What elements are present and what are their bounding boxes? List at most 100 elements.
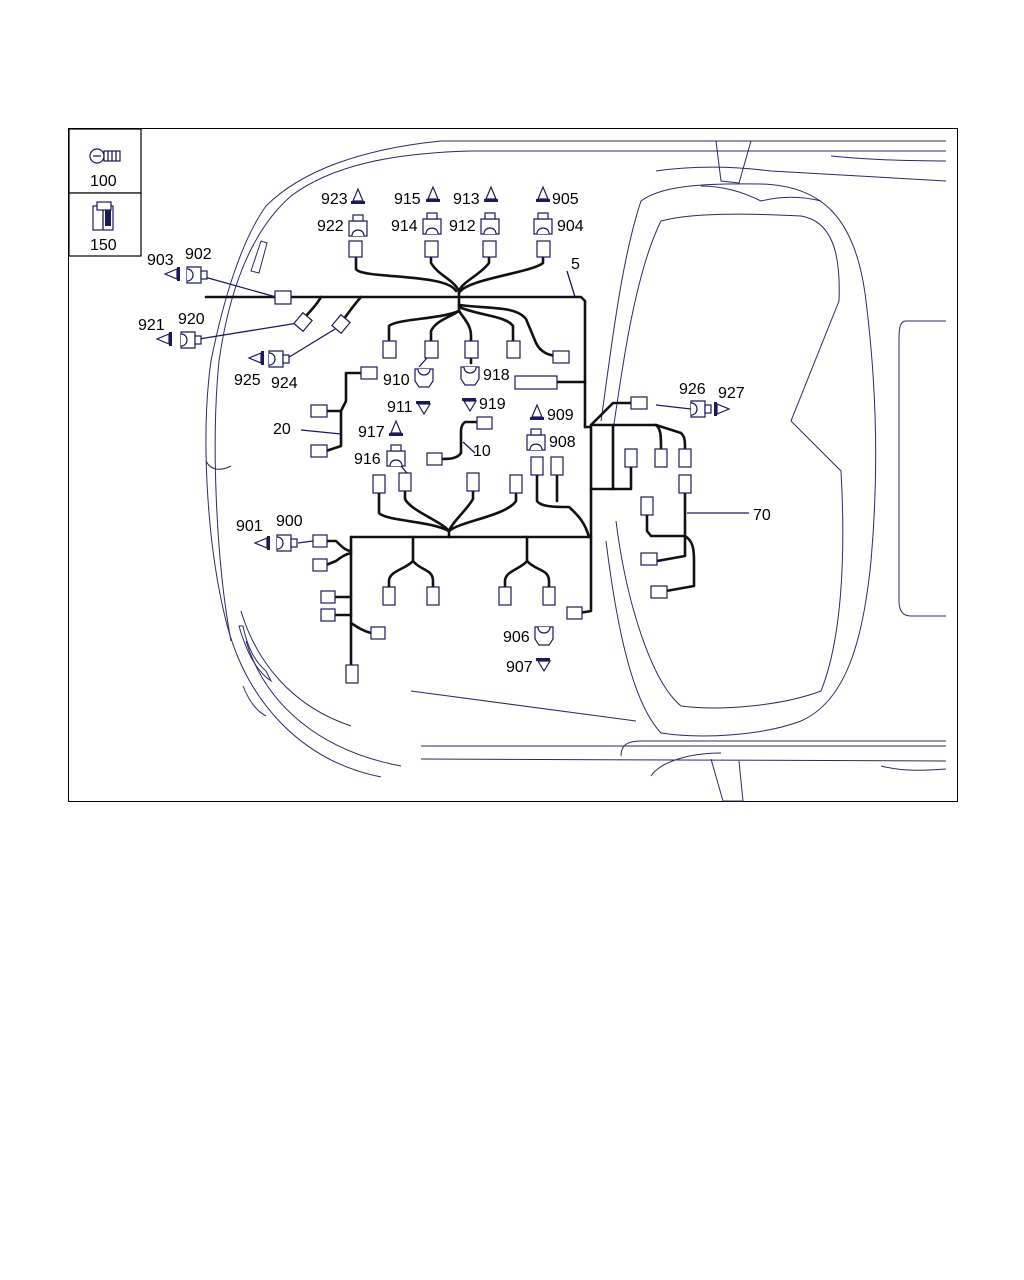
connector-s	[640, 552, 658, 566]
label-922: 922	[317, 218, 344, 235]
legend-label-100: 100	[90, 173, 117, 190]
connector-r	[640, 496, 654, 516]
bulb-903-icon	[163, 267, 180, 281]
connector-b	[506, 340, 521, 359]
label-914: 914	[391, 218, 418, 235]
bulb-901-icon	[253, 536, 270, 550]
connector-908-mate	[530, 456, 544, 476]
connector-y	[345, 664, 359, 684]
socket-906-icon	[534, 626, 554, 646]
screw-icon	[89, 148, 121, 164]
socket-924-icon	[268, 350, 290, 368]
part-labels: 923 922 915 914 913 912 905 904 903 902 …	[138, 191, 771, 676]
harness-20	[324, 371, 371, 453]
label-925: 925	[234, 372, 261, 389]
socket-904-icon	[533, 212, 553, 235]
connector-x	[370, 626, 386, 640]
connector-914	[424, 240, 439, 258]
car-outline	[205, 140, 947, 802]
label-906: 906	[503, 629, 530, 646]
harness-5	[204, 244, 587, 429]
connector-924-mate	[331, 313, 351, 335]
label-919: 919	[479, 396, 506, 413]
connector-l	[509, 474, 523, 494]
connector-m	[550, 456, 564, 476]
connector-v	[320, 590, 336, 604]
label-909: 909	[547, 407, 574, 424]
connector-900-mate	[312, 534, 328, 548]
label-924: 924	[271, 375, 298, 392]
socket-914-icon	[422, 212, 442, 235]
bulb-925-icon	[247, 351, 264, 365]
label-900: 900	[276, 513, 303, 530]
connector-o	[654, 448, 668, 468]
connector-e	[360, 366, 378, 380]
bulb-907-icon	[536, 658, 552, 673]
connector-aa	[426, 586, 440, 606]
label-904: 904	[557, 218, 584, 235]
label-5: 5	[571, 256, 580, 273]
harness-lower	[324, 401, 696, 668]
label-912: 912	[449, 218, 476, 235]
label-915: 915	[394, 191, 421, 208]
socket-920-icon	[180, 331, 202, 349]
bulb-923-icon	[351, 187, 365, 204]
label-921: 921	[138, 317, 165, 334]
connector-904	[536, 240, 551, 258]
bulb-905-icon	[536, 185, 550, 202]
label-902: 902	[185, 246, 212, 263]
bulb-921-icon	[155, 332, 172, 346]
socket-902-icon	[186, 266, 208, 284]
socket-916-icon	[386, 444, 406, 467]
connector-w	[320, 608, 336, 622]
label-10: 10	[473, 443, 491, 460]
connector-h	[476, 416, 493, 430]
label-918: 918	[483, 367, 510, 384]
label-913: 913	[453, 191, 480, 208]
connector-ab	[498, 586, 512, 606]
label-920: 920	[178, 311, 205, 328]
bulb-909-icon	[530, 403, 544, 420]
label-910: 910	[383, 372, 410, 389]
socket-910-icon	[414, 368, 434, 388]
connector-926-mate	[630, 396, 648, 410]
label-20: 20	[273, 421, 291, 438]
socket-922-icon	[348, 214, 368, 237]
legend-label-150: 150	[90, 237, 117, 254]
connectors	[274, 240, 692, 684]
label-905: 905	[552, 191, 579, 208]
label-903: 903	[147, 252, 174, 269]
socket-926-icon	[690, 400, 712, 418]
bulb-911-icon	[416, 401, 432, 416]
bulb-927-icon	[714, 402, 731, 416]
label-917: 917	[358, 424, 385, 441]
connector-g	[310, 444, 328, 458]
connector-a	[382, 340, 397, 359]
connector-u	[312, 558, 328, 572]
leaders	[198, 270, 749, 544]
legend: 100 150	[69, 129, 142, 257]
bulb-913-icon	[484, 185, 498, 202]
clip-nut-icon	[92, 201, 114, 231]
label-70: 70	[753, 507, 771, 524]
connector-918-mate	[464, 340, 479, 359]
connector-916-mate	[398, 472, 412, 492]
connector-f	[310, 404, 328, 418]
parts	[155, 185, 731, 673]
label-907: 907	[506, 659, 533, 676]
bulb-917-icon	[389, 419, 403, 436]
connector-910-mate	[424, 340, 439, 359]
wiring-diagram: 100 150	[69, 129, 947, 802]
label-916: 916	[354, 451, 381, 468]
bulb-919-icon	[462, 398, 478, 413]
connector-912	[482, 240, 497, 258]
connector-c	[552, 350, 570, 364]
connector-922	[348, 240, 363, 258]
connector-t	[650, 585, 668, 599]
connector-902-mate	[274, 290, 292, 305]
label-908: 908	[549, 434, 576, 451]
connector-906-mate	[542, 586, 556, 606]
label-923: 923	[321, 191, 348, 208]
label-901: 901	[236, 518, 263, 535]
harness-10	[439, 420, 481, 461]
